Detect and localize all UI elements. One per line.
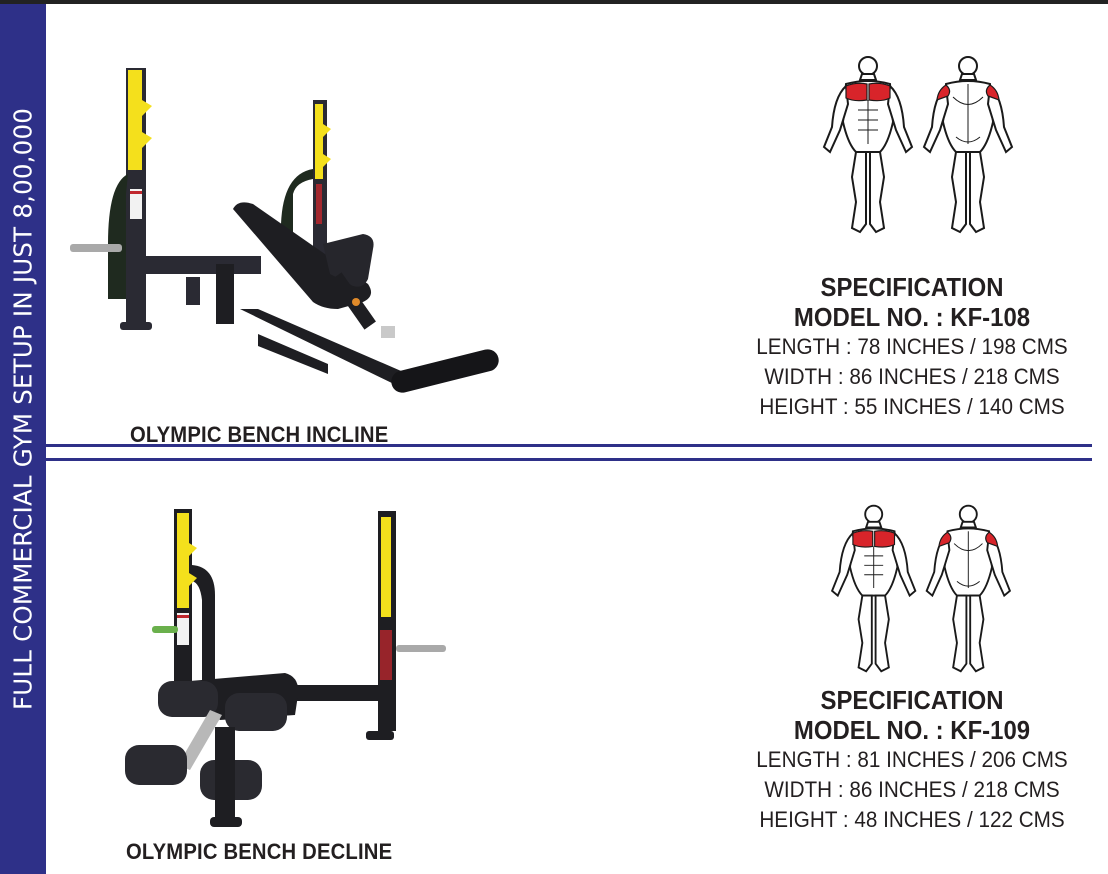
olympic-bench-incline-image (70, 68, 499, 393)
sidebar-banner: FULL COMMERCIAL GYM SETUP IN JUST 8,00,0… (0, 4, 46, 874)
muscle-diagram-icon (822, 56, 1014, 234)
product-name: OLYMPIC BENCH DECLINE (126, 839, 393, 864)
spec-block: SPECIFICATION MODEL NO. : KF-109 LENGTH … (732, 685, 1092, 835)
spec-height: HEIGHT : 55 INCHES / 140 CMS (759, 394, 1065, 419)
spec-length: LENGTH : 81 INCHES / 206 CMS (756, 747, 1068, 772)
spec-model: MODEL NO. : KF-108 (793, 302, 1031, 332)
spec-height: HEIGHT : 48 INCHES / 122 CMS (759, 807, 1065, 832)
product-name: OLYMPIC BENCH INCLINE (130, 422, 389, 447)
spec-title: SPECIFICATION (820, 272, 1004, 302)
olympic-bench-decline-image (125, 509, 446, 827)
spec-title: SPECIFICATION (820, 685, 1004, 715)
top-strip (0, 0, 1108, 4)
spec-model: MODEL NO. : KF-109 (793, 715, 1031, 745)
spec-length: LENGTH : 78 INCHES / 198 CMS (756, 334, 1068, 359)
spec-width: WIDTH : 86 INCHES / 218 CMS (764, 777, 1060, 802)
product-section-decline: OLYMPIC BENCH DECLINE (46, 461, 1108, 874)
muscle-diagram-icon (830, 504, 1012, 673)
product-section-incline: OLYMPIC BENCH INCLINE (46, 4, 1108, 447)
spec-width: WIDTH : 86 INCHES / 218 CMS (764, 364, 1060, 389)
sidebar-banner-text: FULL COMMERCIAL GYM SETUP IN JUST 8,00,0… (8, 107, 38, 711)
section-divider-top (46, 444, 1092, 447)
spec-block: SPECIFICATION MODEL NO. : KF-108 LENGTH … (732, 272, 1092, 422)
section-divider-bottom (46, 458, 1092, 461)
